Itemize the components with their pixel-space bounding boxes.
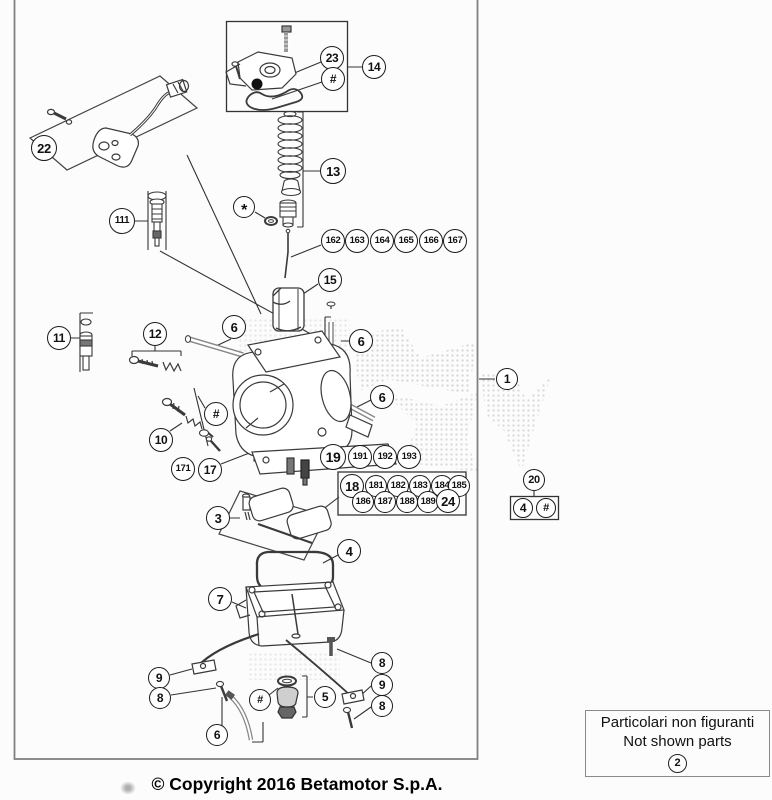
callout-1: 1	[496, 368, 518, 390]
spring-seat	[280, 178, 302, 197]
callout-19: 19	[320, 444, 346, 470]
drain-o-ring	[277, 675, 297, 687]
throttle-slide	[272, 287, 305, 332]
not-shown-parts-box: Particolari non figuranti Not shown part…	[585, 710, 770, 777]
callout-187: 187	[374, 491, 396, 513]
callout-17: 17	[198, 458, 222, 482]
jet-needle	[284, 228, 291, 279]
callout-192: 192	[373, 445, 397, 469]
callout-24: 24	[436, 489, 460, 513]
callout-166: 166	[419, 229, 443, 253]
not-shown-group-box	[509, 495, 560, 521]
callout-23: 23	[320, 46, 344, 70]
slide-spring	[277, 110, 303, 180]
callout-9: 9	[371, 674, 393, 696]
callout-6: 6	[206, 724, 228, 746]
clamp-screw-right	[342, 706, 354, 729]
callout-188: 188	[396, 491, 418, 513]
callout-171: 171	[171, 457, 195, 481]
callout-4: 4	[513, 498, 533, 518]
callout-12: 12	[143, 322, 167, 346]
callout-11: 11	[47, 326, 71, 350]
callout-14: 14	[362, 55, 386, 79]
callout-6: 6	[370, 385, 394, 409]
cover-gasket	[245, 88, 304, 111]
not-shown-line-italian: Particolari non figuranti	[600, 713, 755, 731]
callout-22: 22	[31, 135, 57, 161]
callout-13: 13	[320, 158, 346, 184]
callout-163: 163	[345, 229, 369, 253]
callout-5: 5	[314, 686, 336, 708]
vent-tube	[225, 690, 254, 741]
idle-screw-spring	[128, 355, 182, 373]
callout-20: 20	[523, 469, 545, 491]
callout-165: 165	[394, 229, 418, 253]
callout-167: 167	[443, 229, 467, 253]
hose-right	[285, 639, 351, 696]
callout-hash: #	[321, 67, 345, 91]
callout-10: 10	[149, 428, 173, 452]
not-shown-line-english: Not shown parts	[623, 732, 732, 750]
jet-rod-top-left	[184, 335, 244, 358]
washer-screw-set	[198, 429, 221, 452]
throttle-cable-assembly	[28, 75, 199, 171]
starter-plunger	[79, 312, 93, 372]
callout-hash: #	[204, 402, 228, 426]
copyright-text: © Copyright 2016 Betamotor S.p.A.	[151, 774, 443, 794]
o-ring-asterisk	[264, 216, 278, 226]
callout-4: 4	[337, 539, 361, 563]
callout-162: 162	[321, 229, 345, 253]
callout-8: 8	[371, 695, 393, 717]
callout-8: 8	[371, 652, 393, 674]
callout-15: 15	[318, 268, 342, 292]
callout-6: 6	[222, 315, 246, 339]
bowl-screw-right	[327, 637, 335, 656]
cable-seal	[251, 78, 263, 90]
callout-7: 7	[208, 587, 232, 611]
top-cover-assembly	[225, 25, 304, 111]
callout-hash: #	[249, 689, 271, 711]
callout-191: 191	[348, 445, 372, 469]
callout-164: 164	[370, 229, 394, 253]
callout-111: 111	[109, 208, 135, 234]
callout-193: 193	[397, 445, 421, 469]
callout-3: 3	[206, 506, 230, 530]
hose-clamp-left	[191, 659, 217, 675]
callout-186: 186	[352, 491, 374, 513]
callout-hash: #	[536, 498, 556, 518]
hose-clamp-right	[341, 689, 365, 705]
watermark-dots	[248, 652, 340, 680]
choke-plunger	[147, 191, 167, 247]
float-assembly	[218, 487, 332, 561]
leader-lines	[71, 61, 535, 743]
callout-9: 9	[148, 667, 170, 689]
callout-asterisk: *	[233, 196, 255, 218]
callout-6: 6	[349, 329, 373, 353]
watermark-smudge	[120, 781, 136, 795]
callout-2: 2	[668, 754, 687, 774]
clamp-screw-left	[215, 680, 229, 702]
needle-jet-holder	[279, 199, 297, 228]
callout-8: 8	[149, 687, 171, 709]
drain-plug	[276, 686, 299, 719]
diagram-frame	[13, 0, 479, 760]
